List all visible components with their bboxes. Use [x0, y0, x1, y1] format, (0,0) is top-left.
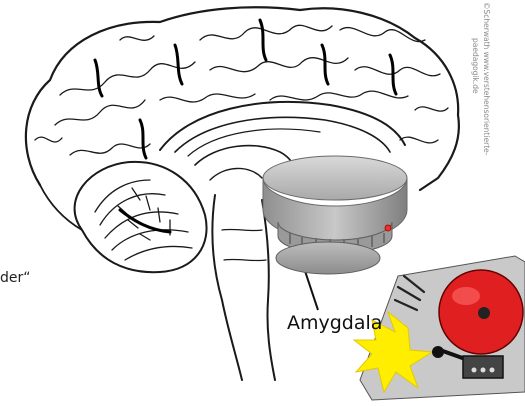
smoke-detector-icon	[263, 156, 407, 274]
credit-line-1: ©Scherwath www.verstehensorientierte-	[482, 2, 491, 155]
copyright-credit: ©Scherwath www.verstehensorientierte- pa…	[461, 2, 521, 212]
amygdala-label: Amygdala	[287, 312, 382, 334]
partial-side-text: der“	[0, 270, 31, 286]
credit-line-2: paedagogik.de	[471, 38, 480, 94]
